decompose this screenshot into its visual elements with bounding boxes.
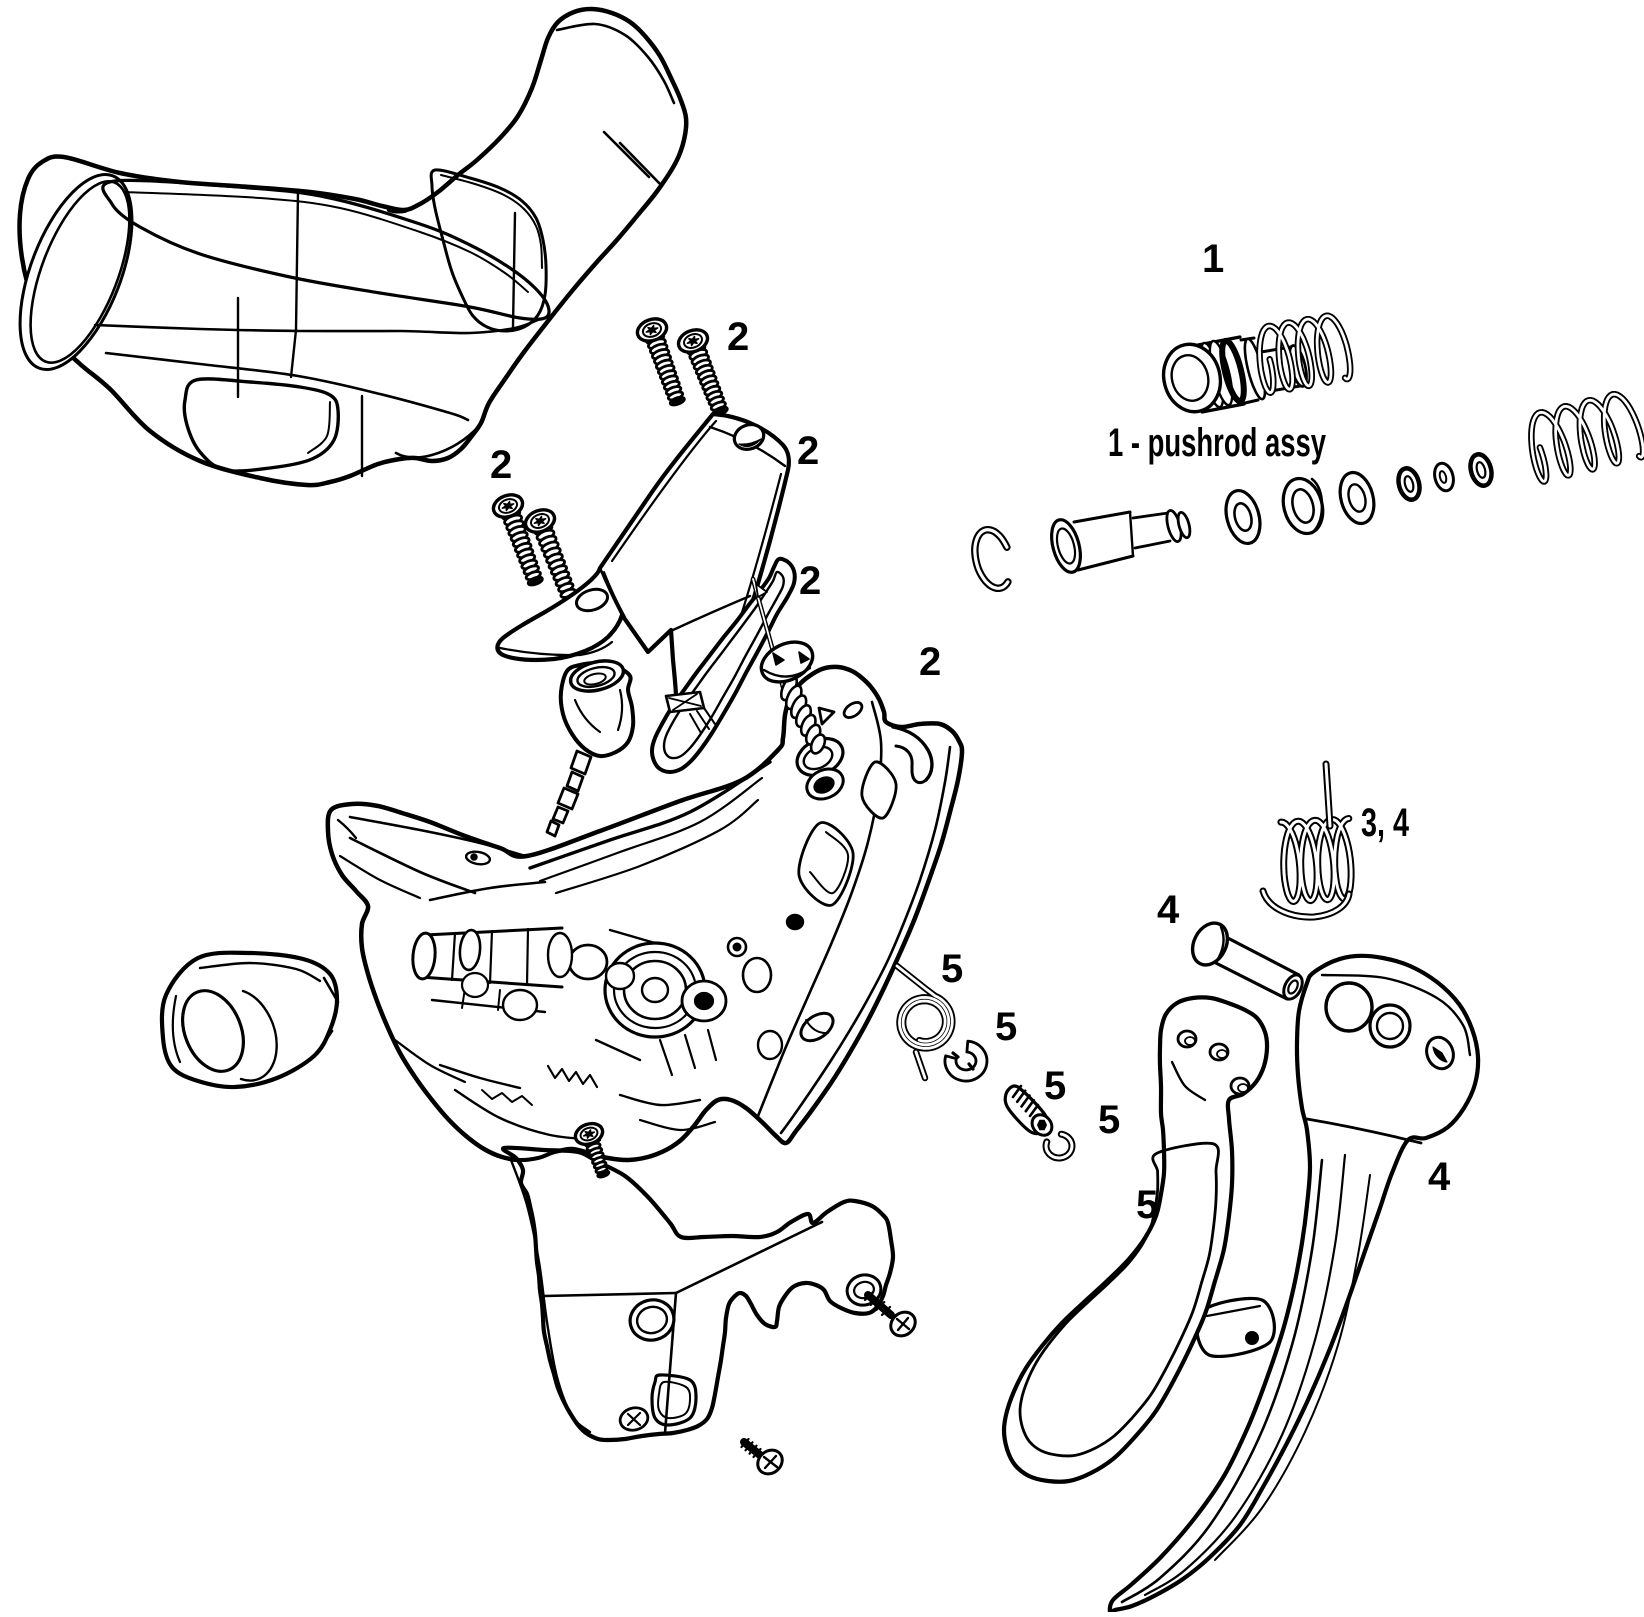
svg-text:2: 2 bbox=[797, 429, 819, 473]
svg-text:5: 5 bbox=[1136, 1183, 1158, 1227]
svg-text:1: 1 bbox=[1202, 237, 1224, 281]
svg-text:5: 5 bbox=[1044, 1064, 1066, 1108]
svg-text:5: 5 bbox=[995, 1005, 1017, 1049]
svg-text:4: 4 bbox=[1157, 888, 1180, 932]
svg-text:2: 2 bbox=[490, 443, 512, 487]
svg-text:1 - pushrod assy: 1 - pushrod assy bbox=[1108, 421, 1327, 465]
svg-text:2: 2 bbox=[727, 315, 749, 359]
svg-text:5: 5 bbox=[1098, 1098, 1120, 1142]
svg-text:5: 5 bbox=[941, 947, 963, 991]
svg-text:2: 2 bbox=[919, 640, 941, 684]
svg-text:4: 4 bbox=[1428, 1155, 1451, 1199]
svg-text:3, 4: 3, 4 bbox=[1361, 801, 1410, 845]
svg-text:2: 2 bbox=[799, 559, 821, 603]
